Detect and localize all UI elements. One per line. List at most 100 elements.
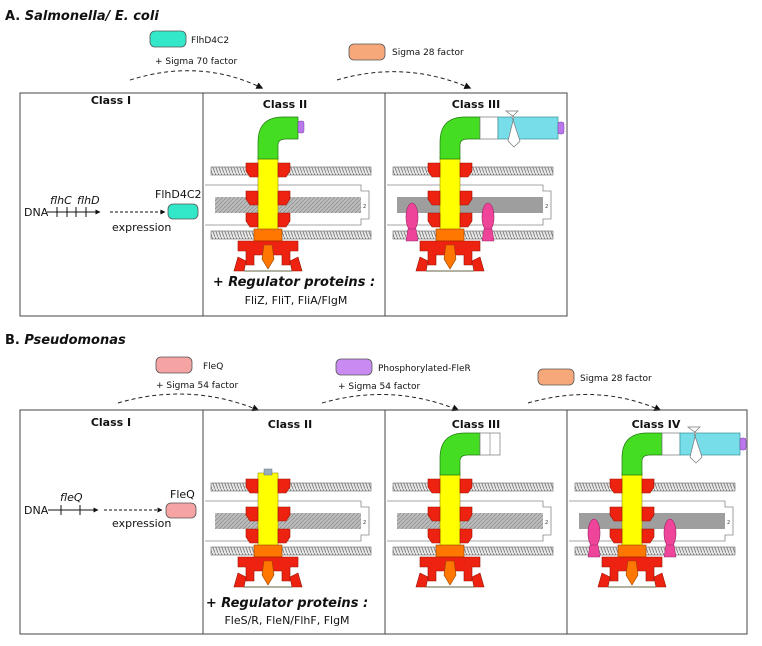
p-ring-left bbox=[245, 506, 259, 522]
p-ring-right bbox=[459, 190, 473, 206]
stator-left bbox=[587, 518, 601, 548]
transition-arrow-2-3 bbox=[336, 71, 472, 90]
flhd4c2-product-pill bbox=[167, 203, 199, 220]
flagellum-class-ii-a: 2 bbox=[205, 116, 372, 272]
class-iii-label: Class III bbox=[452, 98, 500, 111]
c-ring-foot-right bbox=[289, 572, 303, 588]
inner-membrane bbox=[392, 230, 554, 240]
p-ring-right bbox=[277, 190, 291, 206]
switch-complex bbox=[253, 228, 283, 242]
outer-membrane bbox=[392, 166, 554, 176]
sigma28-signal-label: Sigma 28 factor bbox=[392, 48, 464, 58]
c-ring-foot-right bbox=[471, 256, 485, 272]
transition-arrow-b-2-3 bbox=[321, 393, 460, 412]
panel-b: B. Pseudomonas FleQ + Sigma 54 factor Ph… bbox=[5, 333, 748, 635]
c-ring-foot-right bbox=[289, 256, 303, 272]
ms-ring-right bbox=[641, 528, 655, 544]
gene-flhc: flhC bbox=[50, 194, 72, 207]
expression-label: expression bbox=[112, 221, 171, 234]
inner-membrane bbox=[210, 230, 372, 240]
filament-cap bbox=[557, 121, 565, 135]
class-i-label-b: Class I bbox=[91, 416, 131, 429]
ms-ring-left bbox=[427, 212, 441, 228]
flhd4c2-product-label: FlhD4C2 bbox=[155, 188, 202, 201]
l-ring-left bbox=[427, 162, 441, 178]
hook bbox=[257, 116, 299, 160]
stator-right bbox=[663, 518, 677, 548]
switch-complex bbox=[435, 544, 465, 558]
transition-arrow-b-3-4 bbox=[527, 393, 662, 411]
p-ring-right bbox=[277, 506, 291, 522]
sigma54-signal-label-1: + Sigma 54 factor bbox=[156, 381, 238, 391]
export-apparatus bbox=[261, 244, 275, 270]
c-ring-foot-left bbox=[415, 256, 429, 272]
rod bbox=[439, 156, 461, 238]
p-ring-right bbox=[641, 506, 655, 522]
inner-membrane bbox=[210, 546, 372, 556]
hook bbox=[621, 432, 663, 476]
phosphorylated-fler-pill bbox=[335, 358, 373, 376]
c-ring-foot-left bbox=[233, 256, 247, 272]
layer-marker: 2 bbox=[363, 520, 366, 526]
export-apparatus bbox=[625, 560, 639, 586]
ms-ring-left bbox=[245, 528, 259, 544]
outer-membrane bbox=[210, 166, 372, 176]
class-iii-box bbox=[384, 92, 568, 317]
ms-ring-left bbox=[245, 212, 259, 228]
transition-arrow-1-2 bbox=[129, 70, 264, 89]
flagellum-class-iii-a: 2 bbox=[387, 110, 565, 272]
hook-junction bbox=[661, 432, 681, 456]
hook bbox=[439, 432, 481, 476]
class-iv-label-b: Class IV bbox=[632, 418, 681, 431]
layer-marker: 2 bbox=[545, 204, 548, 210]
p-ring-right bbox=[459, 506, 473, 522]
ms-ring-right bbox=[459, 528, 473, 544]
flagellum-class-iv-b: 2 bbox=[569, 426, 747, 588]
c-ring-foot-left bbox=[415, 572, 429, 588]
stator-right-base bbox=[663, 544, 677, 558]
gene-fleq: fleQ bbox=[60, 491, 83, 504]
l-ring-right bbox=[277, 162, 291, 178]
outer-membrane bbox=[210, 482, 372, 492]
ms-ring-right bbox=[459, 212, 473, 228]
gene-flhd: flhD bbox=[77, 194, 100, 207]
filament-cap bbox=[739, 437, 747, 451]
p-ring-left bbox=[427, 506, 441, 522]
export-apparatus bbox=[261, 560, 275, 586]
ms-ring-right bbox=[277, 212, 291, 228]
l-ring-left bbox=[245, 478, 259, 494]
dna-label: DNA bbox=[24, 206, 49, 219]
regulator-proteins-list-a: FliZ, FliT, FliA/FlgM bbox=[245, 294, 348, 307]
l-ring-left bbox=[245, 162, 259, 178]
filament bbox=[497, 116, 559, 140]
hook bbox=[439, 116, 481, 160]
flagellin-chaperone bbox=[686, 426, 703, 464]
l-ring-left bbox=[609, 478, 623, 494]
rod-cap bbox=[263, 468, 273, 476]
regulator-proteins-title-b: + Regulator proteins : bbox=[206, 596, 368, 611]
outer-membrane bbox=[574, 482, 736, 492]
panel-a-title: A. Salmonella/ E. coli bbox=[5, 9, 159, 24]
expression-label-b: expression bbox=[112, 517, 171, 530]
ms-ring-right bbox=[277, 528, 291, 544]
inner-membrane bbox=[392, 546, 554, 556]
flagellin-chaperone bbox=[504, 110, 521, 148]
flhd4c2-signal-label: FlhD4C2 bbox=[191, 36, 229, 46]
rod bbox=[257, 156, 279, 238]
layer-marker: 2 bbox=[363, 204, 366, 210]
sigma28-signal-label-b: Sigma 28 factor bbox=[580, 374, 652, 384]
panel-a: A. Salmonella/ E. coli FlhD4C2 + Sigma 7… bbox=[5, 9, 568, 317]
outer-membrane bbox=[392, 482, 554, 492]
dna-label-b: DNA bbox=[24, 504, 49, 517]
hook-junction bbox=[479, 116, 499, 140]
l-ring-left bbox=[427, 478, 441, 494]
regulator-proteins-title-a: + Regulator proteins : bbox=[213, 275, 375, 290]
c-ring-foot-right bbox=[653, 572, 667, 588]
stator-right bbox=[481, 202, 495, 232]
sigma28-signal-pill bbox=[348, 43, 386, 61]
p-ring-left bbox=[609, 506, 623, 522]
fleq-signal-label: FleQ bbox=[203, 362, 223, 372]
c-ring-foot-right bbox=[471, 572, 485, 588]
p-ring-left bbox=[427, 190, 441, 206]
